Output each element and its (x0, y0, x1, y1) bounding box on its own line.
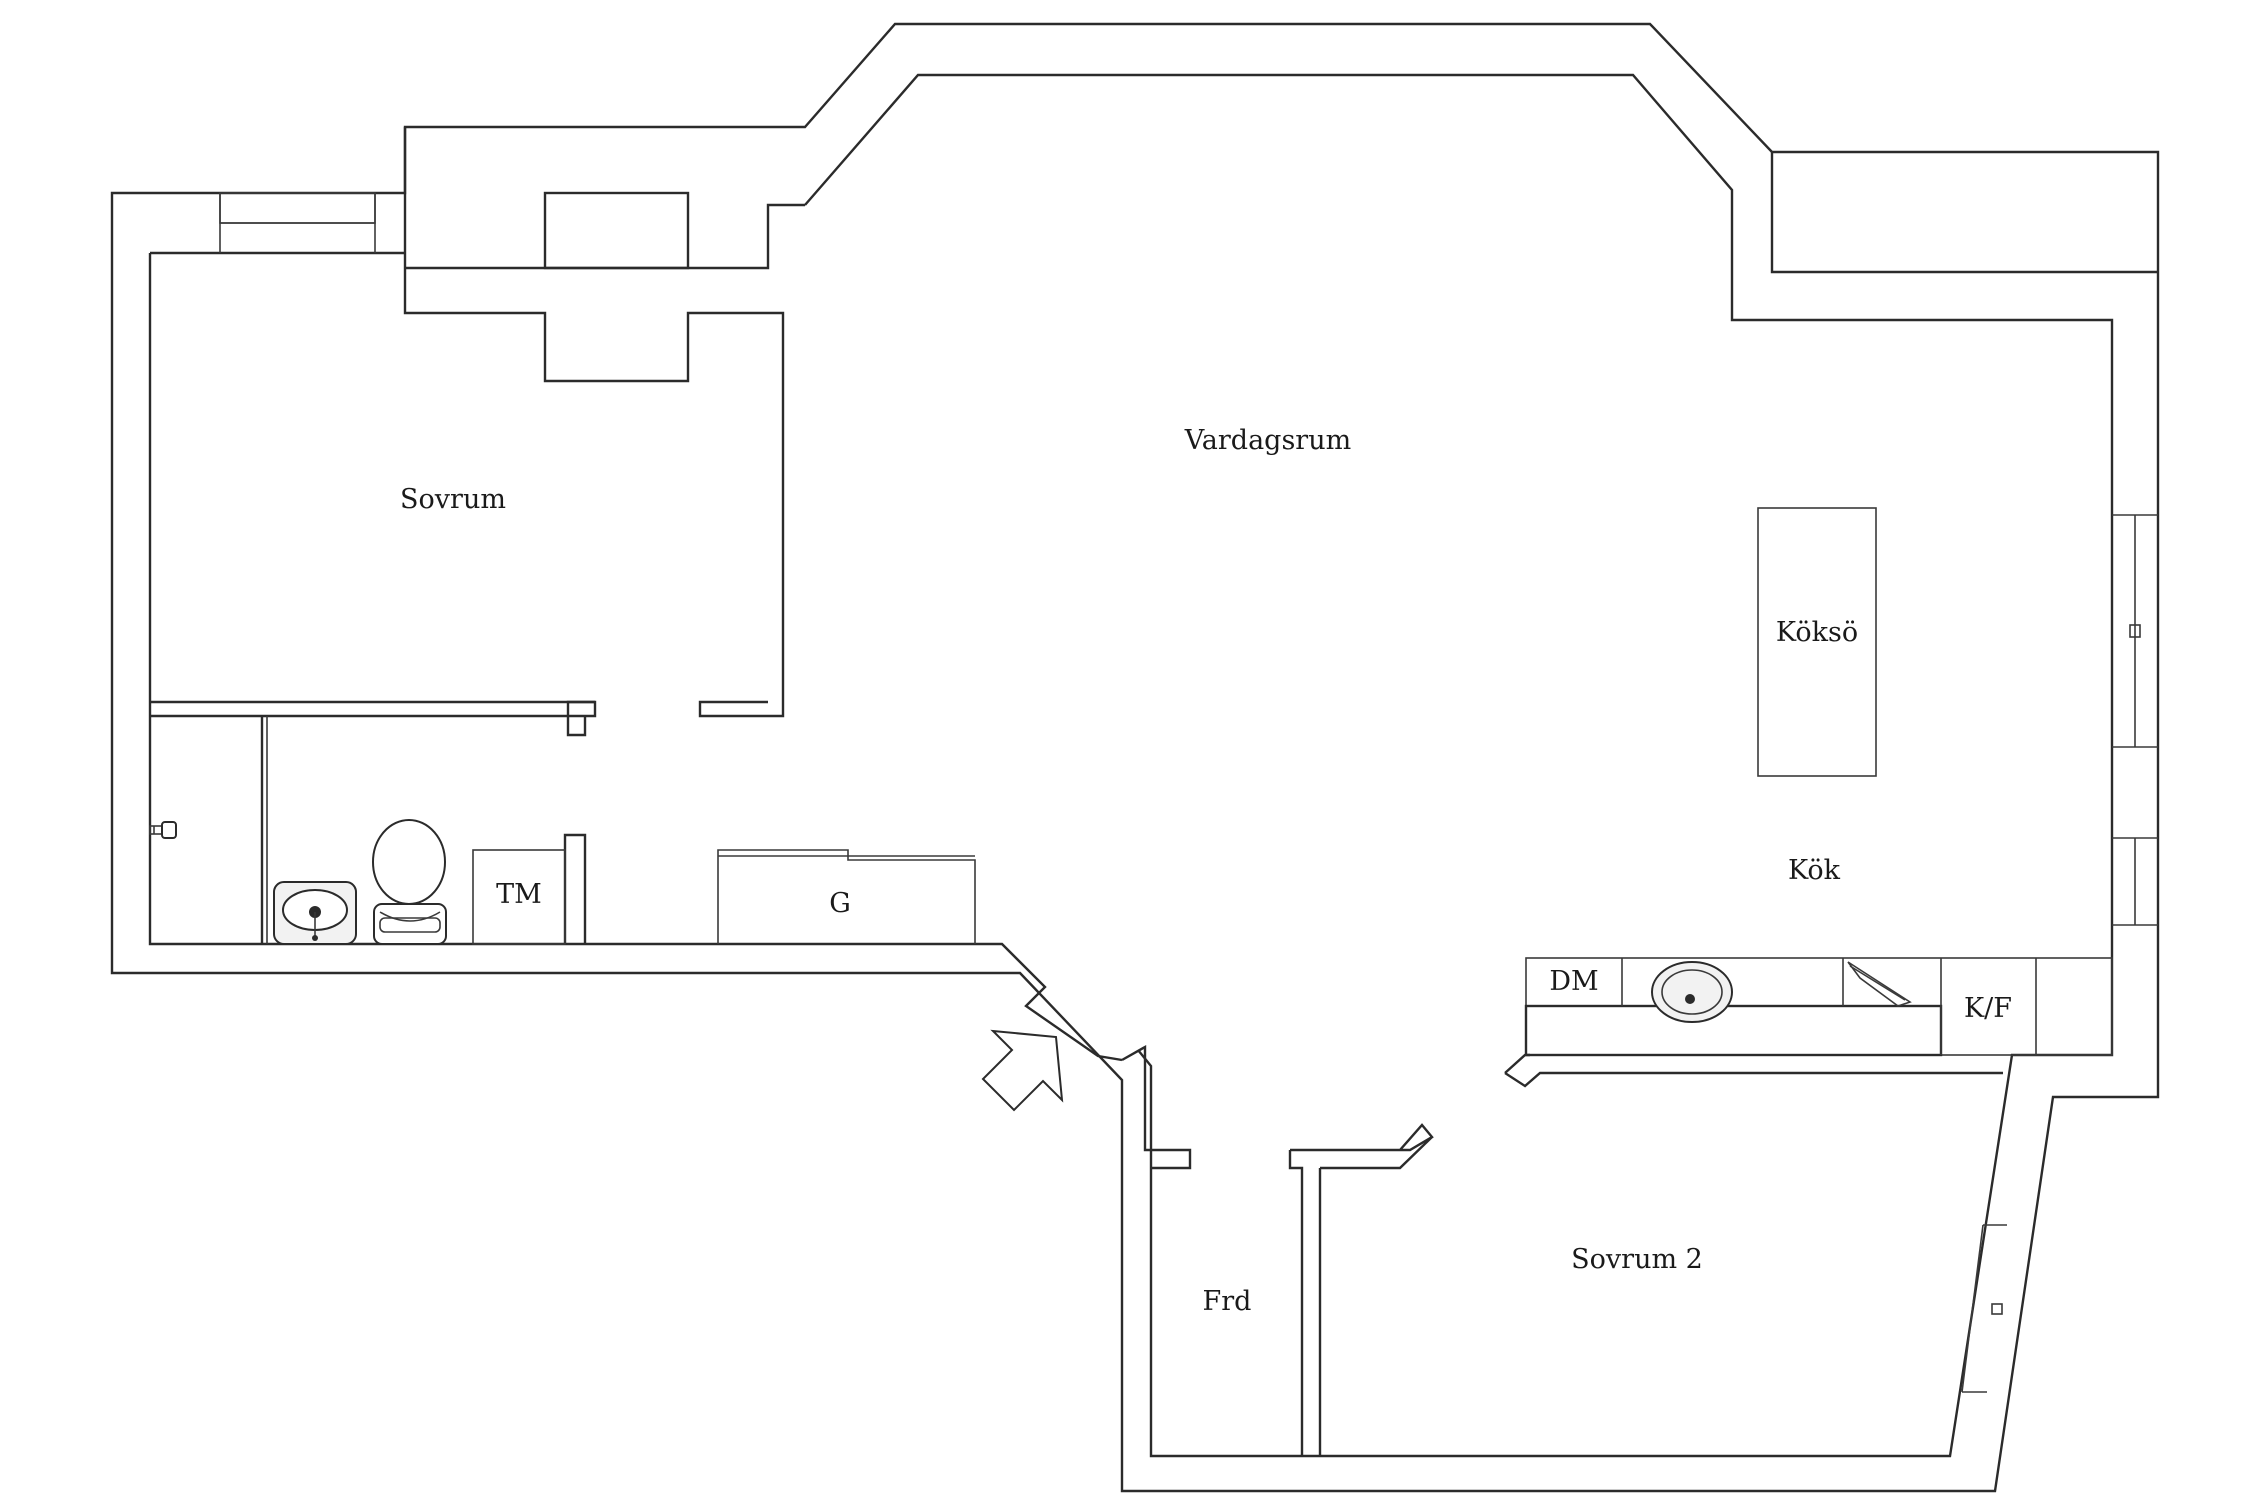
hall-divider (1290, 1123, 1434, 1152)
fixture-label-tm: TM (496, 879, 542, 910)
washbasin-icon (273, 881, 357, 945)
room-label-frd: Frd (1203, 1286, 1252, 1317)
interior-walls (150, 127, 2158, 1456)
window-br-handle (1991, 1303, 2003, 1315)
frd-top (1320, 1136, 1433, 1170)
inner-wall-top (804, 73, 2114, 1458)
room-label-kok: Kök (1788, 855, 1841, 886)
bathroom-right-wall (563, 833, 587, 944)
room-label-sovrum: Sovrum (400, 484, 506, 515)
tm-box (472, 849, 566, 945)
bathroom-fixtures (149, 819, 447, 945)
window-br-line (1961, 1224, 1984, 1393)
wardrobe-top-line (405, 203, 805, 270)
outer-right-notch (1770, 152, 2158, 274)
shower-tap-icon (149, 821, 177, 839)
labels: Sovrum Vardagsrum Köksö Kök Sovrum 2 Frd… (400, 425, 2012, 1317)
bedroom-bottom-wall (150, 700, 597, 737)
room-label-koksoe: Köksö (1776, 617, 1858, 648)
wardrobe-block (403, 127, 785, 718)
room-label-vardagsrum: Vardagsrum (1184, 425, 1351, 456)
outer-walls (110, 22, 2160, 1493)
toilet-icon (372, 819, 447, 945)
hall-left-wall (1121, 1044, 1192, 1170)
kitchen (1524, 507, 2113, 1057)
entrance-arrow-icon (981, 1029, 1064, 1112)
closet-g-outline (717, 849, 976, 944)
fixture-label-kf: K/F (1964, 993, 2012, 1024)
fixture-label-g: G (829, 888, 851, 919)
bedroom2-top-wall-2 (1504, 1053, 1530, 1074)
outer-wall-outline (110, 22, 2160, 1493)
wardrobe-box (543, 191, 690, 270)
kitchen-counter-front (1524, 1004, 1943, 1057)
window-r1-handle (2129, 624, 2141, 638)
fixture-label-dm: DM (1549, 966, 1598, 997)
stove-icon (1847, 961, 1912, 1007)
bedroom2-top-wall (1504, 1071, 2003, 1088)
frd-right-wall (1288, 1150, 1304, 1456)
inner-wall-outline (148, 253, 1123, 1062)
kitchen-island (1757, 507, 1877, 777)
window-top-left (219, 192, 376, 224)
kitchen-sink-icon (1651, 961, 1733, 1023)
room-label-sovrum-2: Sovrum 2 (1571, 1244, 1703, 1275)
